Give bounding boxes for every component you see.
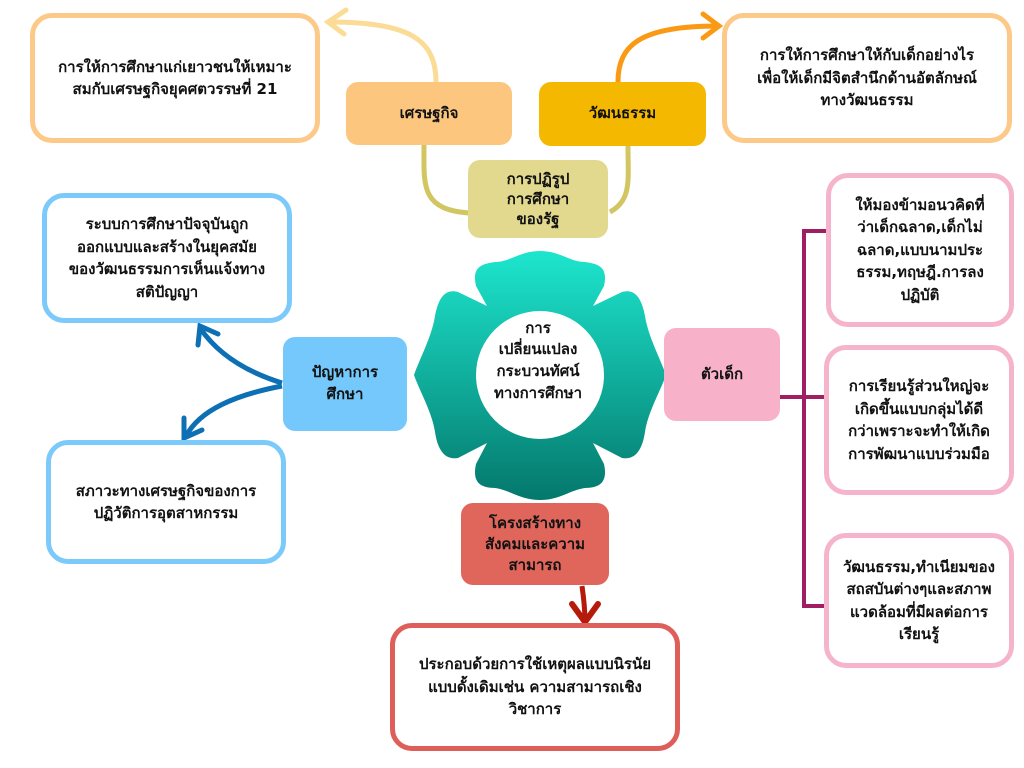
note-child-1[interactable]: ให้มองข้ามอนวคิดที่ ว่าเด็กฉลาด,เด็กไม่ … [826, 173, 1014, 327]
note-problem-2[interactable]: สภาวะทางเศรษฐกิจของการ ปฏิวัติการอุตสาหก… [46, 440, 286, 564]
center-shape [414, 251, 666, 500]
center-topic[interactable]: การ เปลี่ยนแปลง กระบวนทัศน์ ทางการศึกษา [493, 318, 583, 402]
node-child[interactable]: ตัวเด็ก [664, 328, 780, 421]
problem-arrow-up [197, 326, 283, 386]
culture-arrowhead [700, 11, 724, 41]
note-structure[interactable]: ประกอบด้วยการใช้เหตุผลแบบนิรนัย แบบดั้งเ… [390, 623, 680, 751]
problem-arrow-down [183, 383, 283, 438]
economy-arrow [329, 19, 439, 83]
problem-arrowhead-down [181, 415, 205, 442]
note-problem-1[interactable]: ระบบการศึกษาปัจจุบันถูก ออกแบบและสร้างใน… [42, 193, 292, 323]
node-culture[interactable]: วัฒนธรรม [539, 82, 706, 146]
node-economy[interactable]: เศรษฐกิจ [346, 82, 512, 145]
node-reform[interactable]: การปฏิรูป การศึกษา ของรัฐ [468, 160, 608, 238]
reform-link-right [608, 145, 631, 215]
node-structure[interactable]: โครงสร้างทาง สังคมและความ สามารถ [461, 503, 609, 585]
note-economy[interactable]: การให้การศึกษาแก่เยาวชนให้เหมาะ สมกับเศร… [30, 13, 320, 143]
note-child-3[interactable]: วัฒนธรรม,ทำเนียมของ สถสบันต่างๆและสภาพ แ… [824, 533, 1014, 668]
problem-arrowhead-up [195, 322, 221, 348]
node-problem[interactable]: ปัญหาการ ศึกษา [283, 337, 407, 431]
culture-arrow [615, 23, 719, 83]
note-child-2[interactable]: การเรียนรู้ส่วนใหญ่จะ เกิดขึ้นแบบกลุ่มได… [824, 345, 1014, 495]
economy-arrowhead [323, 7, 349, 37]
note-culture[interactable]: การให้การศึกษาให้กับเด็กอย่างไร เพื่อให้… [722, 13, 1012, 143]
structure-arrowhead [569, 601, 601, 628]
reform-link-left [421, 144, 471, 216]
